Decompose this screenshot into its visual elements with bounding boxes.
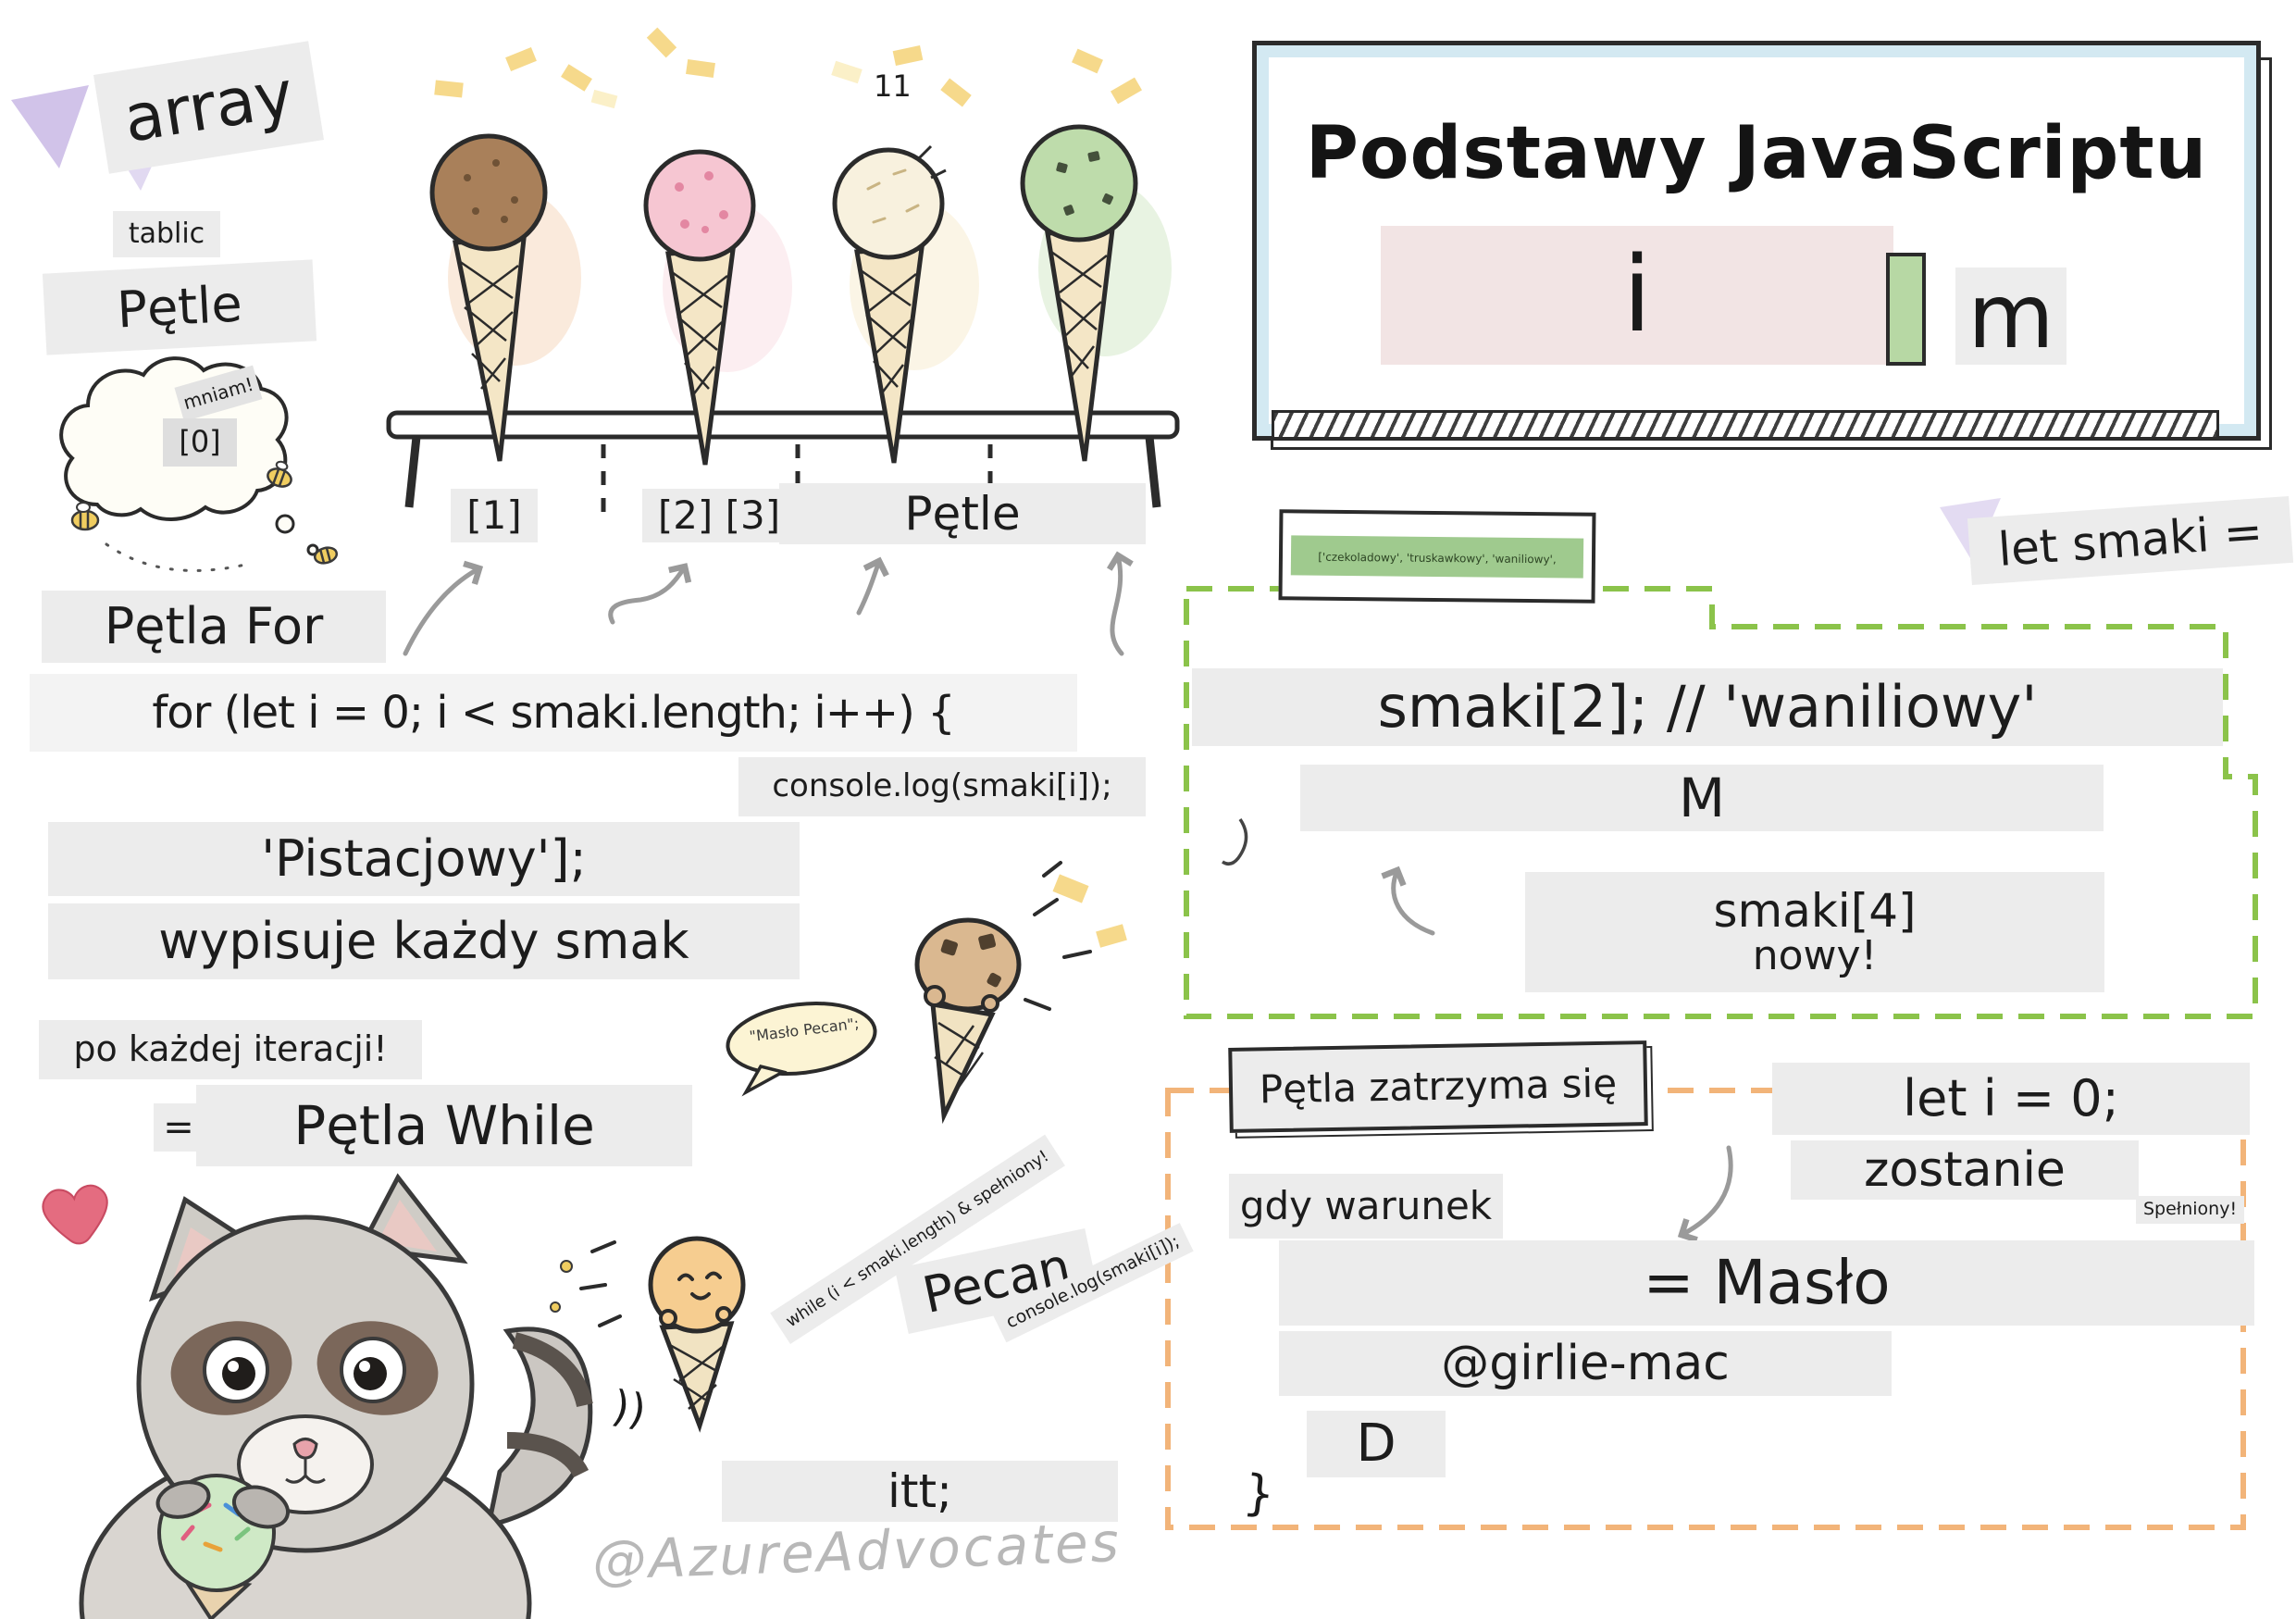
console-log-label: console.log(smaki[i]); (738, 757, 1146, 816)
brace-doodle: } (1240, 1464, 1278, 1524)
page-number: 11 (874, 68, 912, 104)
spelniony-label: Spełniony! (2136, 1196, 2245, 1224)
raccoon-illustration (79, 1173, 593, 1619)
smaki-4-text: smaki[4] (1713, 883, 1917, 938)
banner-letter-m: m (1967, 264, 2054, 368)
happy-ice-cream-icon (550, 1236, 746, 1433)
gdy-warunek-label: gdy warunek (1229, 1174, 1503, 1239)
let-i-label: let i = 0; (1772, 1063, 2250, 1135)
green-dashed-box (1184, 586, 2258, 1019)
m-capital-label: M (1300, 765, 2104, 831)
banner-title: Podstawy JavaScriptu (1305, 112, 2208, 195)
index-2-3-label: [2] [3] (642, 489, 796, 542)
index-0-label: [0] (163, 418, 237, 467)
banner-green-chip (1886, 253, 1926, 366)
banner-m-box: m (1955, 264, 2066, 368)
d-label: D (1307, 1411, 1446, 1477)
ice-cream-pistachio-icon (1020, 124, 1138, 462)
maslo-label: = Masło (1279, 1240, 2254, 1326)
petle-label-shelf: Pętle (779, 483, 1146, 544)
curved-arrows (403, 551, 1733, 1243)
pistacjowy-label: 'Pistacjowy']; (48, 822, 800, 896)
itt-label: itt; (722, 1461, 1118, 1522)
tablic-label: tablic (113, 211, 220, 257)
array-literal-box: ['czekoladowy', 'truskawkowy', 'waniliow… (1278, 509, 1596, 604)
petle-label-left: Pętle (42, 259, 317, 355)
po-kazdej-label: po każdej iteracji! (39, 1020, 422, 1079)
petla-zatrzyma-label: Pętla zatrzyma się (1228, 1040, 1648, 1133)
petla-while-label: Pętla While (196, 1085, 692, 1166)
equals-label: = (154, 1103, 204, 1152)
petla-for-label: Pętla For (42, 591, 386, 663)
array-literal-text: ['czekoladowy', 'truskawkowy', 'waniliow… (1318, 550, 1557, 566)
wypisuje-label: wypisuje każdy smak (48, 903, 800, 979)
banner-letter-i: i (1622, 235, 1652, 355)
ice-cream-vanilla-icon (832, 144, 947, 464)
speech-bubble (726, 1002, 877, 1097)
array-literal-green: ['czekoladowy', 'truskawkowy', 'waniliow… (1290, 534, 1584, 579)
for-code-label: for (let i = 0; i < smaki.length; i++) { (30, 674, 1077, 752)
smaki-4-label: smaki[4] nowy! (1525, 872, 2104, 992)
hook-doodle (1222, 817, 1248, 866)
girlie-mac-label: @girlie-mac (1279, 1331, 1892, 1396)
index-1-label: [1] (451, 489, 538, 542)
ice-cream-strawberry-icon (643, 149, 756, 466)
heart-icon (42, 1184, 108, 1245)
bee-icons (70, 460, 339, 572)
banner-hatch-strip (1272, 410, 2219, 440)
zostanie-label: zostanie (1791, 1140, 2139, 1200)
nowy-text: nowy! (1752, 932, 1878, 980)
banner-pink-box: i (1381, 226, 1893, 365)
smaki-2-label: smaki[2]; // 'waniliowy' (1192, 668, 2223, 746)
ice-cream-chocolate-icon (429, 133, 548, 462)
title-banner: Podstawy JavaScriptu i m (1252, 41, 2261, 441)
melting-ice-cream-icon (914, 861, 1092, 1125)
